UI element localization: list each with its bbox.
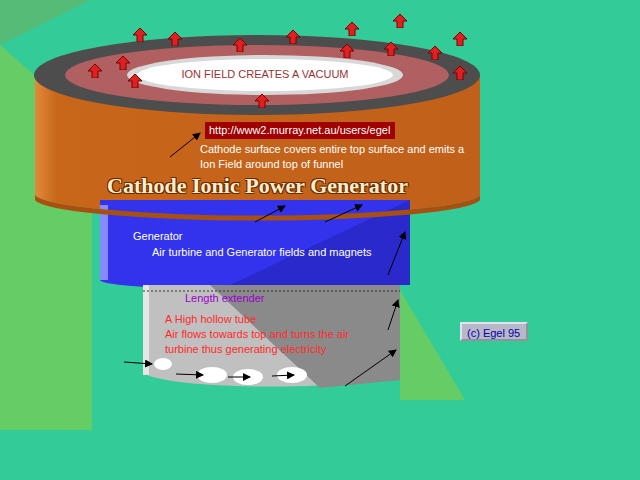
extender-label: Length extender (185, 291, 265, 306)
url-text: http://www2.murray.net.au/users/egel (209, 123, 390, 138)
tube-label: A High hollow tube (165, 312, 256, 327)
turbine-note: Air turbine and Generator fields and mag… (152, 245, 372, 260)
airflow-note: Air flows towards top and turns the air … (165, 327, 383, 357)
vacuum-label: ION FIELD CREATES A VACUUM (140, 67, 390, 82)
copyright-box: (c) Egel 95 (460, 322, 528, 341)
cathode-funnel: Cathode surface covers entire top surfac… (35, 75, 480, 215)
cathode-note: Cathode surface covers entire top surfac… (200, 142, 472, 172)
hollow-tube: Length extender A High hollow tubeAir flo… (143, 285, 400, 385)
generator-band: GeneratorAir turbine and Generator field… (100, 205, 410, 285)
url-box: http://www2.murray.net.au/users/egel (205, 122, 395, 139)
vacuum-ellipse: ION FIELD CREATES A VACUUM (140, 62, 390, 88)
generator-label: Generator (133, 229, 183, 244)
copyright-text: (c) Egel 95 (467, 326, 520, 341)
title-text: Cathode Ionic Power Generator (45, 173, 470, 199)
